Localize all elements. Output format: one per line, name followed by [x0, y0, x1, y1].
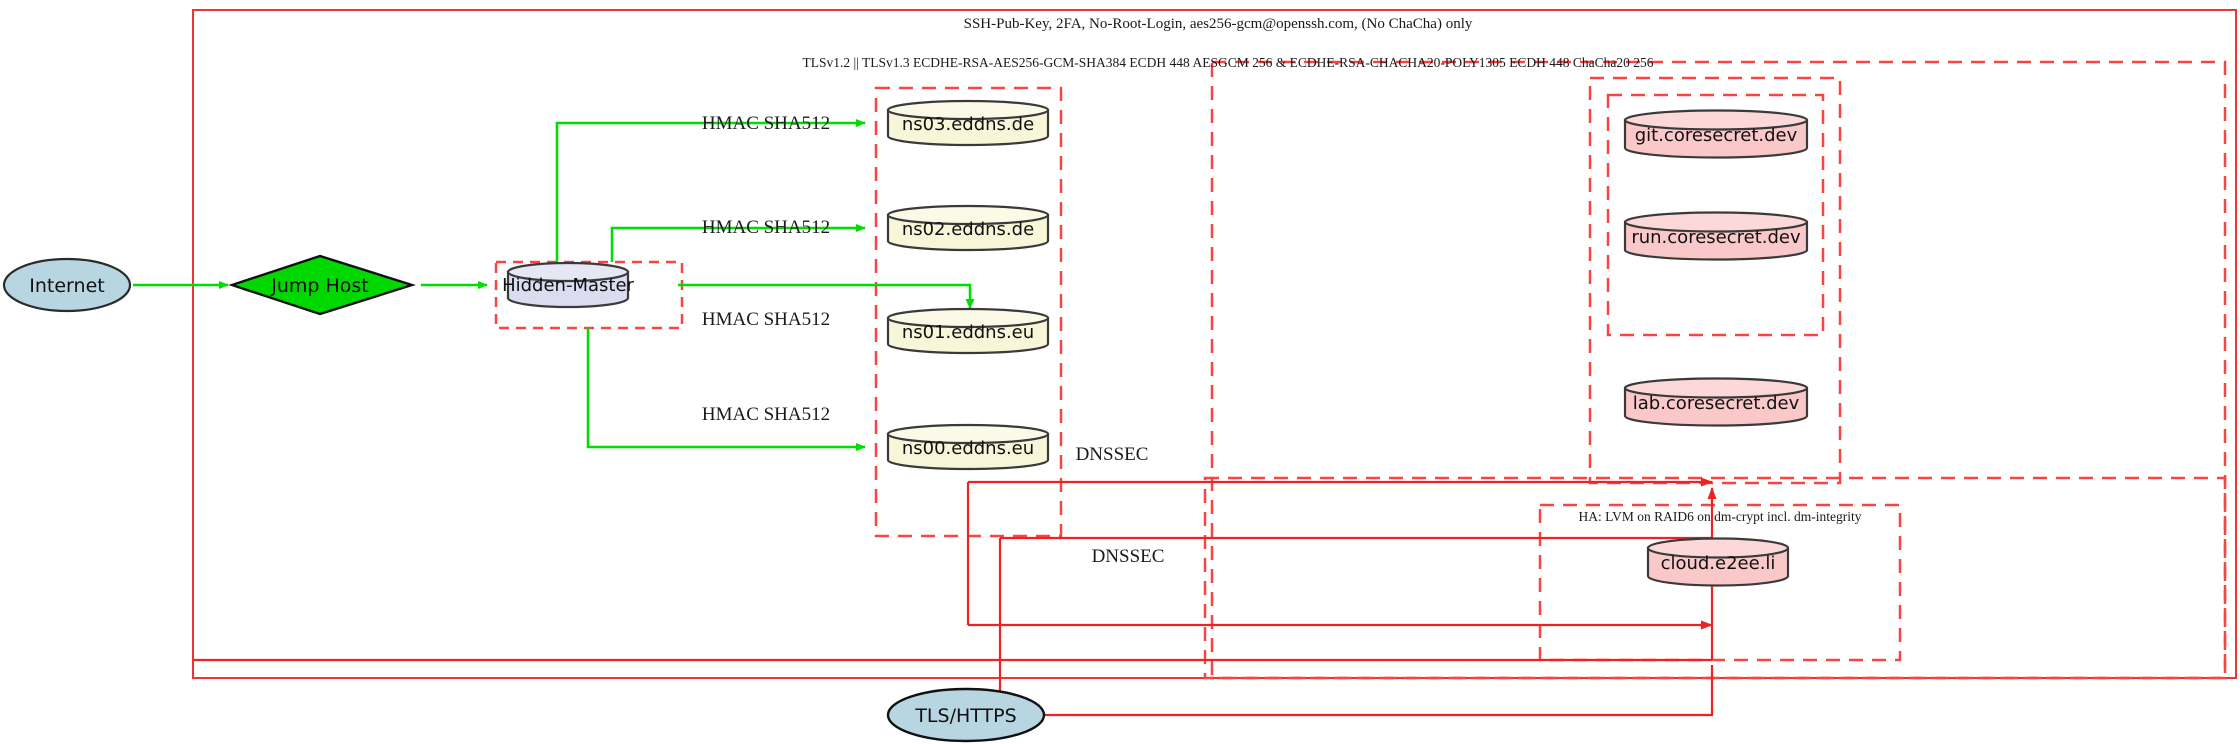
edge-hiddenmaster-to-ns03	[555, 119, 866, 262]
node-ns03[interactable]: ns03.eddns.de	[886, 99, 1050, 147]
node-jump-host[interactable]: Jump Host	[228, 254, 416, 316]
coresecret-inner-box	[1606, 93, 1825, 337]
edge-hiddenmaster-to-ns01	[678, 283, 975, 309]
run-cylinder-top	[1623, 211, 1809, 233]
tls-https-ellipse	[886, 687, 1046, 743]
edge-hiddenmaster-to-ns00	[586, 328, 866, 451]
node-label-ns03: ns03.eddns.de	[902, 114, 1034, 135]
ssh-policy-label: SSH-Pub-Key, 2FA, No-Root-Login, aes256-…	[964, 16, 1473, 32]
node-cloud-e2ee[interactable]: cloud.e2ee.li	[1646, 537, 1790, 587]
ns00-cylinder-top	[886, 423, 1050, 445]
node-ns02[interactable]: ns02.eddns.de	[886, 204, 1050, 252]
edge-label-hmac-ns00: HMAC SHA512	[702, 404, 830, 425]
cloud-cluster-box	[1203, 476, 2227, 680]
tls-policy-label: TLSv1.2 || TLSv1.3 ECDHE-RSA-AES256-GCM-…	[803, 55, 1654, 70]
edge-label-dnssec-upper: DNSSEC	[1076, 444, 1149, 465]
hidden-master-cylinder-top	[506, 261, 630, 283]
node-internet[interactable]: Internet	[2, 257, 132, 313]
node-label-tls-https: TLS/HTTPS	[914, 705, 1016, 727]
edge-hiddenmaster-to-ns02	[610, 224, 866, 262]
node-label-ns00: ns00.eddns.eu	[902, 438, 1034, 459]
node-label-ns01: ns01.eddns.eu	[902, 322, 1034, 343]
node-label-cloud: cloud.e2ee.li	[1661, 553, 1776, 574]
node-label-run: run.coresecret.dev	[1631, 227, 1801, 248]
ns01-cylinder-top	[886, 307, 1050, 329]
git-cylinder-top	[1623, 109, 1809, 131]
edge-label-hmac-ns03: HMAC SHA512	[702, 113, 830, 134]
node-git-coresecret[interactable]: git.coresecret.dev	[1623, 109, 1809, 159]
node-label-hidden-master: Hidden-Master	[502, 275, 634, 296]
git-cylinder-body	[1623, 118, 1809, 159]
node-run-coresecret[interactable]: run.coresecret.dev	[1623, 211, 1809, 261]
ns02-cylinder-top	[886, 204, 1050, 226]
tls-boundary-box	[1210, 60, 2227, 680]
jump-host-diamond	[228, 254, 416, 316]
lab-cylinder-top	[1623, 377, 1809, 399]
edge-label-hmac-ns01: HMAC SHA512	[702, 309, 830, 330]
node-ns01[interactable]: ns01.eddns.eu	[886, 307, 1050, 355]
node-hidden-master[interactable]: Hidden-Master	[502, 261, 635, 309]
edge-label-hmac-ns02: HMAC SHA512	[702, 217, 830, 238]
lab-cylinder-body	[1623, 386, 1809, 427]
ha-policy-label: HA: LVM on RAID6 on dm-crypt incl. dm-in…	[1579, 509, 1862, 524]
edge-tls-to-right-rail	[1043, 665, 1714, 717]
internet-ellipse	[2, 257, 132, 313]
cloud-cylinder-top	[1646, 537, 1790, 559]
node-label-internet: Internet	[29, 275, 104, 297]
node-tls-https[interactable]: TLS/HTTPS	[886, 687, 1046, 743]
node-label-lab: lab.coresecret.dev	[1633, 393, 1800, 414]
node-label-ns02: ns02.eddns.de	[902, 219, 1034, 240]
ns03-cylinder-top	[886, 99, 1050, 121]
ha-cloud-box	[1538, 503, 1902, 662]
ssh-boundary-box	[192, 9, 2237, 679]
cloud-cylinder-body	[1646, 546, 1790, 587]
edge-label-dnssec-lower: DNSSEC	[1092, 546, 1165, 567]
coresecret-outer-box	[1588, 76, 1842, 485]
node-lab-coresecret[interactable]: lab.coresecret.dev	[1623, 377, 1809, 427]
node-label-jump-host: Jump Host	[270, 275, 369, 297]
run-cylinder-body	[1623, 220, 1809, 261]
node-ns00[interactable]: ns00.eddns.eu	[886, 423, 1050, 471]
node-label-git: git.coresecret.dev	[1635, 125, 1798, 146]
